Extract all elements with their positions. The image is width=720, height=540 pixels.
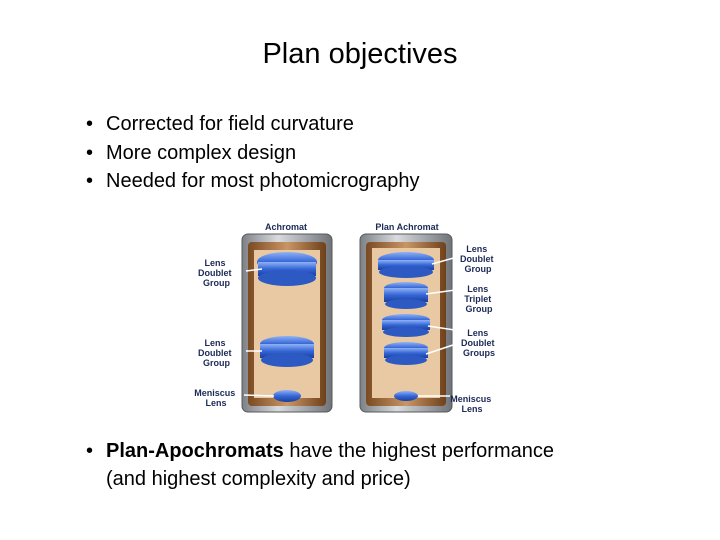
bullet-item: Needed for most photomicrography: [86, 167, 420, 196]
figure-label: Lens Doublet Groups: [461, 328, 497, 358]
plan-achromat-header: Plan Achromat: [375, 222, 438, 232]
figure-label: Meniscus Lens: [450, 394, 494, 414]
lens-element: [394, 391, 418, 401]
lens-element: [385, 299, 427, 309]
figure-label: Lens Doublet Group: [460, 244, 496, 274]
bottom-bullet-list: Plan-Apochromats have the highest perfor…: [86, 437, 554, 493]
figure-label: Meniscus Lens: [194, 388, 238, 408]
bullet-text: have the highest performance: [283, 440, 554, 462]
objective-diagram: Achromat Lens Doublet Group Lens Doublet…: [194, 222, 497, 414]
figure-label: Lens Doublet Group: [198, 258, 234, 288]
lens-element: [383, 327, 429, 337]
achromat-header: Achromat: [265, 222, 307, 232]
lens-element: [385, 355, 427, 365]
bullet-item: More complex design: [86, 139, 420, 168]
lens-element: [382, 320, 430, 330]
bullet-list: Corrected for field curvature More compl…: [86, 110, 420, 196]
lens-element: [379, 266, 433, 278]
lens-element: [384, 288, 428, 302]
bold-term: Plan-Apochromats: [106, 440, 284, 462]
bullet-item: Corrected for field curvature: [86, 110, 420, 139]
figure-label: Lens Doublet Group: [198, 338, 234, 368]
plan-achromat-objective: Plan Achromat: [359, 222, 471, 413]
lens-element: [378, 260, 434, 270]
bullet-item: Plan-Apochromats have the highest perfor…: [86, 437, 554, 493]
bullet-text: (and highest complexity and price): [106, 468, 411, 490]
lens-element: [261, 353, 313, 367]
slide-title: Plan objectives: [262, 38, 458, 70]
lens-element: [258, 270, 316, 286]
objective-cross-section-figure: Achromat Lens Doublet Group Lens Doublet…: [188, 216, 508, 416]
lens-element: [273, 390, 301, 402]
achromat-objective: Achromat: [241, 222, 333, 413]
lens-element: [384, 348, 428, 358]
figure-label: Lens Triplet Group: [464, 284, 494, 314]
